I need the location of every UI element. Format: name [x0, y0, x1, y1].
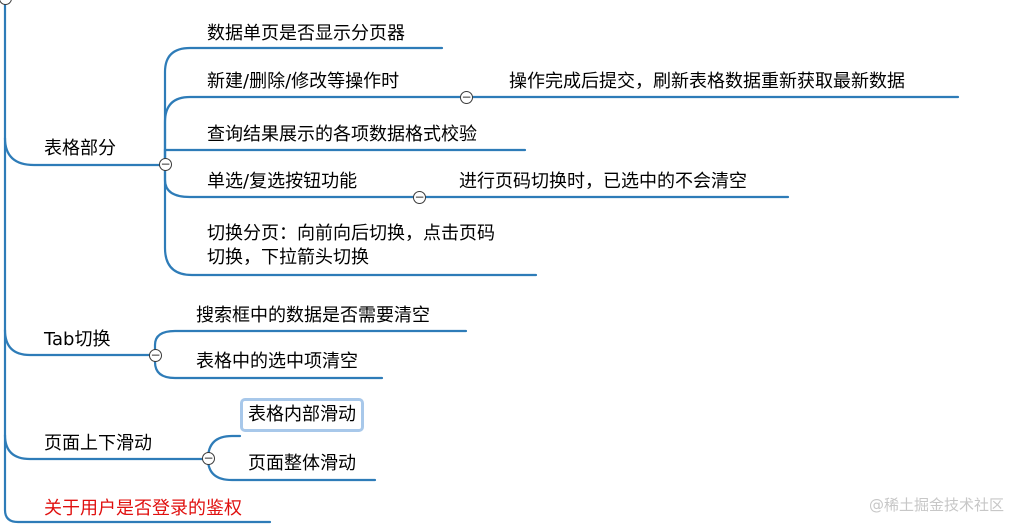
branch-line-scroll: [3, 433, 210, 461]
branch-login-auth[interactable]: 关于用户是否登录的鉴权: [44, 498, 242, 519]
trunk-line: [3, 0, 272, 524]
branch-page-scroll[interactable]: 页面上下滑动: [44, 433, 152, 454]
sub-line-pager: [163, 46, 444, 167]
node-checkbox-function[interactable]: 单选/复选按钮功能: [207, 171, 358, 192]
branch-table-section[interactable]: 表格部分: [44, 138, 116, 159]
branch-line-tab: [3, 328, 157, 357]
node-keep-selection[interactable]: 进行页码切换时，已选中的不会清空: [459, 171, 747, 192]
node-search-clear[interactable]: 搜索框中的数据是否需要清空: [196, 305, 430, 326]
sub-line-selection-clear: [153, 353, 384, 380]
node-selection-clear[interactable]: 表格中的选中项清空: [196, 351, 358, 372]
node-refresh-data[interactable]: 操作完成后提交，刷新表格数据重新获取最新数据: [509, 71, 905, 92]
branch-tab-switch[interactable]: Tab切换: [44, 329, 111, 350]
node-format-check[interactable]: 查询结果展示的各项数据格式校验: [207, 124, 477, 145]
sub-line-paging: [163, 163, 538, 277]
collapse-toggle-top[interactable]: −: [0, 0, 12, 5]
collapse-toggle-scroll[interactable]: −: [202, 451, 215, 465]
node-pager-display[interactable]: 数据单页是否显示分页器: [207, 23, 405, 44]
collapse-toggle-table[interactable]: −: [159, 157, 172, 171]
watermark: @稀土掘金技术社区: [868, 496, 1004, 514]
node-inner-scroll[interactable]: 表格内部滑动: [240, 398, 364, 432]
node-page-scroll-whole[interactable]: 页面整体滑动: [248, 453, 356, 474]
node-page-switch[interactable]: 切换分页：向前向后切换，点击页码 切换，下拉箭头切换: [207, 223, 495, 268]
branch-line-table: [3, 136, 167, 167]
collapse-toggle-crud[interactable]: −: [460, 90, 473, 104]
collapse-toggle-checkbox[interactable]: −: [413, 190, 426, 204]
sub-line-format: [163, 148, 527, 167]
sub-line-search-clear: [153, 329, 468, 357]
sub-line-crud: [163, 95, 468, 167]
collapse-toggle-tab[interactable]: −: [149, 348, 162, 362]
node-crud-operations[interactable]: 新建/删除/修改等操作时: [207, 71, 400, 92]
